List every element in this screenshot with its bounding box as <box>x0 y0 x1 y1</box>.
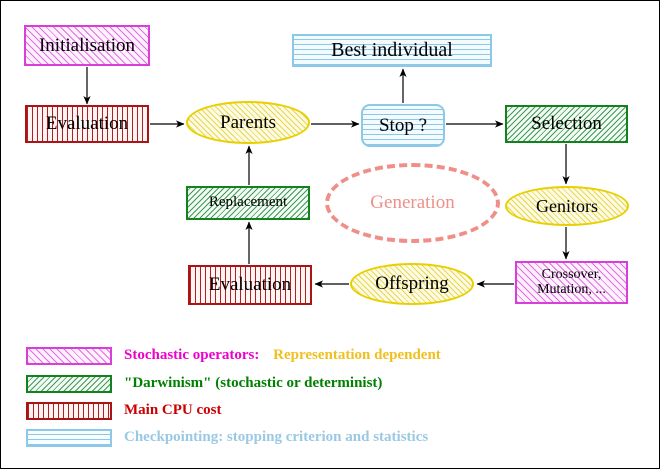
node-crossover-mutation[interactable]: Crossover, Mutation, ... <box>515 261 628 304</box>
legend-label-representation: Representation dependent <box>273 347 441 363</box>
node-offspring[interactable]: Offspring <box>350 263 474 305</box>
legend-swatch-cpu <box>26 402 112 420</box>
node-evaluation-top[interactable]: Evaluation <box>25 105 149 143</box>
legend-text-stochastic: Stochastic operators: Representation dep… <box>124 347 441 364</box>
node-evaluation-bottom-label: Evaluation <box>208 274 292 296</box>
legend-swatch-darwinism <box>26 375 112 393</box>
node-stop[interactable]: Stop ? <box>361 104 445 147</box>
node-selection-label: Selection <box>531 113 602 135</box>
legend-text-checkpointing: Checkpointing: stopping criterion and st… <box>124 429 428 446</box>
node-evaluation-bottom[interactable]: Evaluation <box>188 265 312 305</box>
legend-label-checkpointing: Checkpointing: stopping criterion and st… <box>124 429 429 445</box>
node-generation: Generation <box>325 163 500 243</box>
node-best-individual[interactable]: Best individual <box>292 34 492 67</box>
node-crossover-mutation-label: Crossover, Mutation, ... <box>537 266 606 297</box>
node-offspring-label: Offspring <box>375 273 449 295</box>
node-genitors[interactable]: Genitors <box>505 186 629 226</box>
legend-text-darwinism: "Darwinism" (stochastic or determinist) <box>124 375 382 392</box>
node-generation-label: Generation <box>370 192 455 214</box>
node-parents[interactable]: Parents <box>186 101 310 144</box>
node-parents-label: Parents <box>220 111 276 133</box>
node-best-individual-label: Best individual <box>331 39 453 61</box>
node-evaluation-top-label: Evaluation <box>45 113 129 135</box>
node-initialisation-label: Initialisation <box>38 34 136 56</box>
legend-text-cpu: Main CPU cost <box>124 402 222 419</box>
node-genitors-label: Genitors <box>536 195 598 216</box>
node-replacement[interactable]: Replacement <box>186 186 310 220</box>
legend-label-cpu: Main CPU cost <box>124 402 222 418</box>
node-initialisation[interactable]: Initialisation <box>24 25 150 66</box>
legend-swatch-checkpointing <box>26 429 112 447</box>
node-replacement-label: Replacement <box>208 194 288 211</box>
node-selection[interactable]: Selection <box>505 105 628 143</box>
legend-label-stochastic: Stochastic operators: <box>124 347 260 363</box>
legend-label-darwinism: "Darwinism" (stochastic or determinist) <box>124 375 383 391</box>
legend-swatch-stochastic <box>26 347 112 365</box>
node-stop-label: Stop ? <box>378 114 428 136</box>
